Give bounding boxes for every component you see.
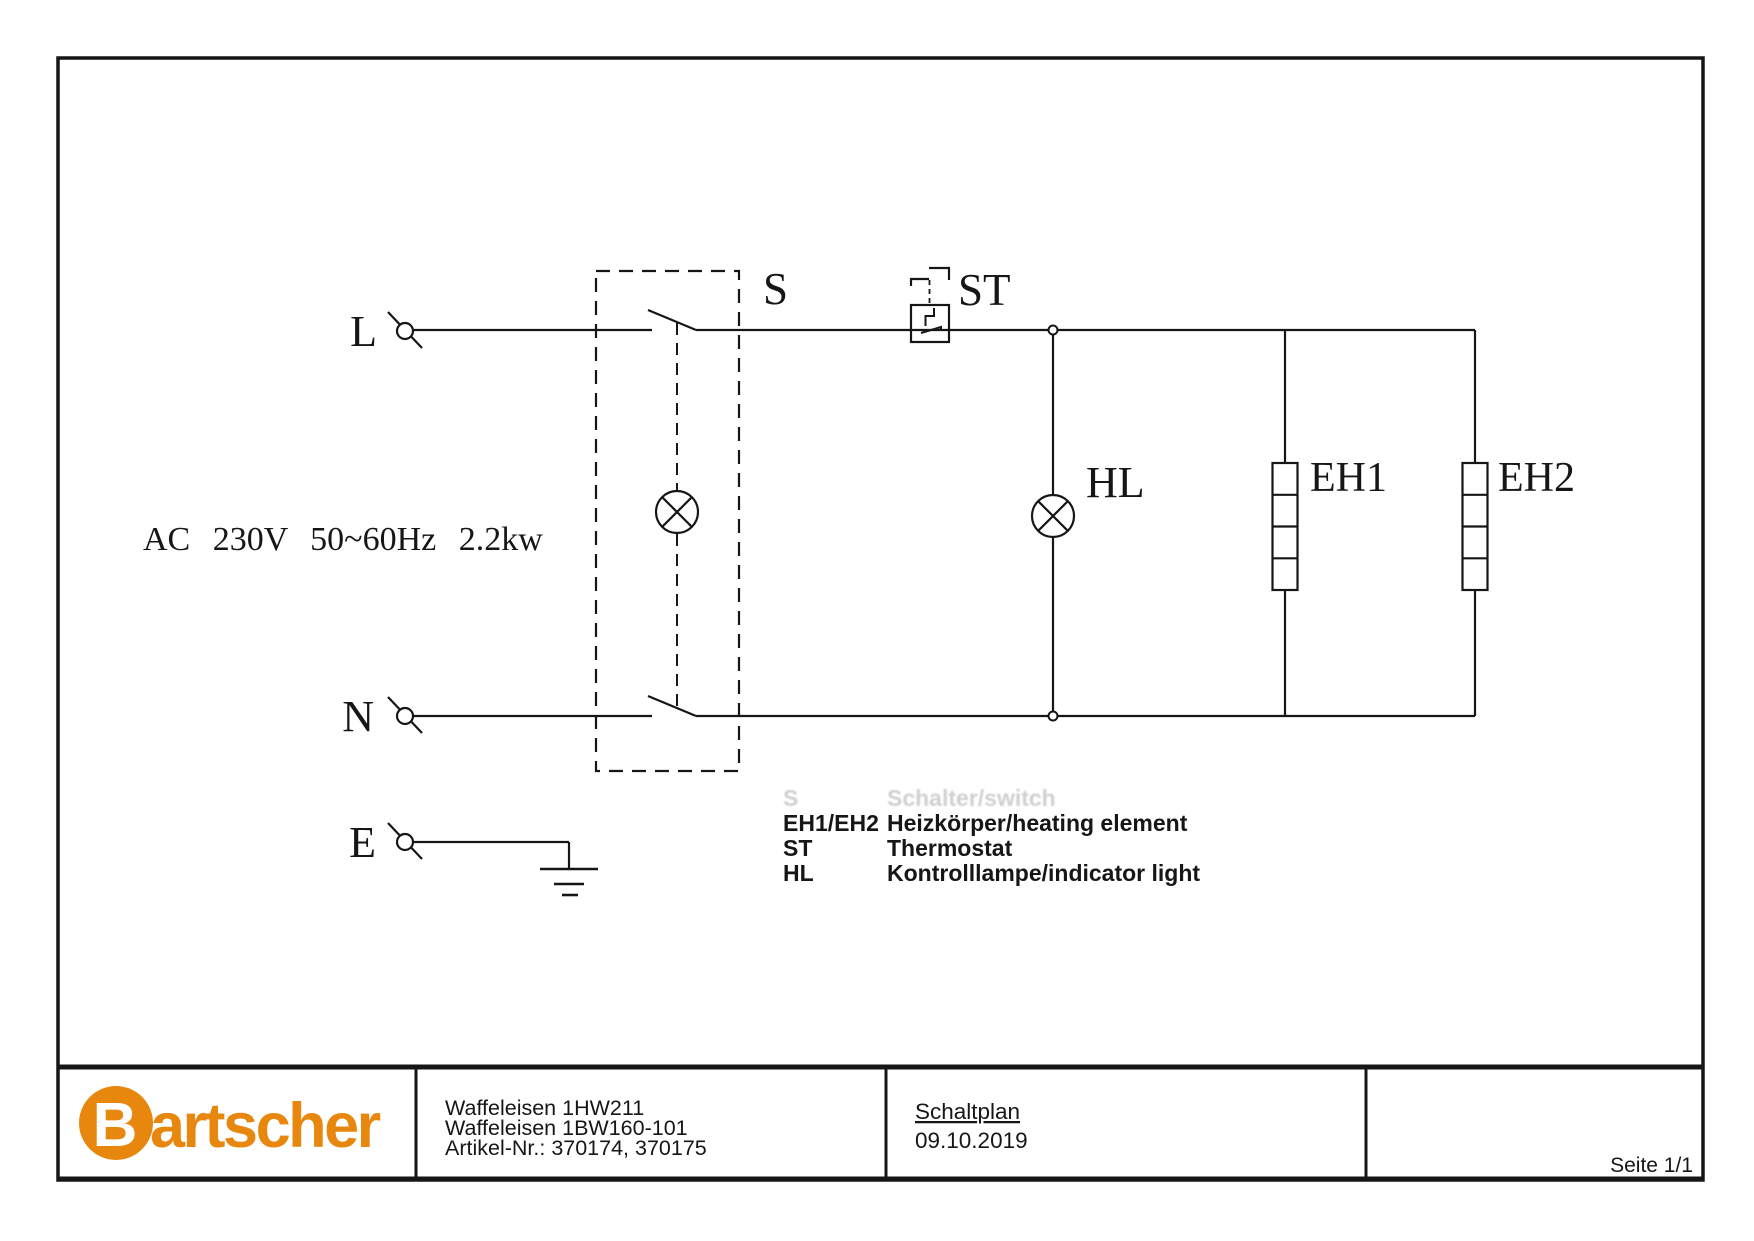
product-line-2: Waffeleisen 1BW160-101 (445, 1116, 688, 1140)
legend-ghost-key: S (783, 785, 798, 811)
label-heater-1: EH1 (1310, 455, 1387, 501)
legend-key-eh: EH1/EH2 (783, 810, 879, 836)
switch-lamp-icon (654, 489, 700, 535)
label-terminal-earth: E (349, 818, 376, 867)
power-rating-label: AC 230V 50~60Hz 2.2kw (143, 521, 543, 558)
label-terminal-neutral: N (342, 692, 374, 741)
switch-blade-neutral (647, 694, 697, 718)
junction-bottom (1047, 710, 1059, 722)
product-line-1: Waffeleisen 1HW211 (445, 1096, 644, 1120)
legend-desc-st: Thermostat (887, 835, 1013, 861)
legend-ghost-desc: Schalter/switch (887, 785, 1056, 811)
junction-nodes (1047, 324, 1059, 722)
label-thermostat: ST (958, 265, 1011, 315)
logo-disc (79, 1086, 153, 1160)
switch-unit-dashed-box (594, 269, 741, 773)
heater-eh2-icon (1461, 461, 1489, 592)
circuit-wires (413, 308, 1477, 869)
legend: S Schalter/switch EH1/EH2 Heizkörper/hea… (783, 785, 1200, 886)
terminal-earth-icon (395, 832, 415, 852)
thermostat-icon (909, 266, 951, 344)
product-line-3: Artikel-Nr.: 370174, 370175 (445, 1136, 707, 1160)
label-indicator-lamp: HL (1086, 458, 1145, 507)
legend-key-hl: HL (783, 860, 814, 886)
indicator-lamp-icon (1030, 493, 1076, 539)
logo-wordmark: artscher (150, 1091, 381, 1161)
page-border (56, 56, 1705, 1182)
doc-title: Schaltplan (915, 1099, 1020, 1124)
junction-top (1047, 324, 1059, 336)
doc-date: 09.10.2019 (915, 1128, 1028, 1153)
legend-desc-eh: Heizkörper/heating element (887, 810, 1188, 836)
title-block: B artscher Waffeleisen 1HW211 Waffeleise… (79, 1086, 1693, 1177)
bartscher-logo: B artscher (79, 1086, 383, 1161)
terminal-neutral-icon (395, 706, 415, 726)
label-terminal-live: L (350, 307, 377, 356)
legend-desc-hl: Kontrolllampe/indicator light (887, 860, 1200, 886)
terminal-live-icon (395, 321, 415, 341)
label-switch: S (763, 264, 788, 314)
ground-icon (540, 867, 598, 897)
heater-eh1-icon (1271, 461, 1299, 592)
page-number: Seite 1/1 (1610, 1154, 1693, 1177)
legend-key-st: ST (783, 835, 812, 861)
switch-blade-live (647, 308, 697, 332)
logo-letter-b: B (93, 1091, 138, 1160)
label-heater-2: EH2 (1498, 455, 1575, 501)
supply-terminals (387, 311, 423, 860)
